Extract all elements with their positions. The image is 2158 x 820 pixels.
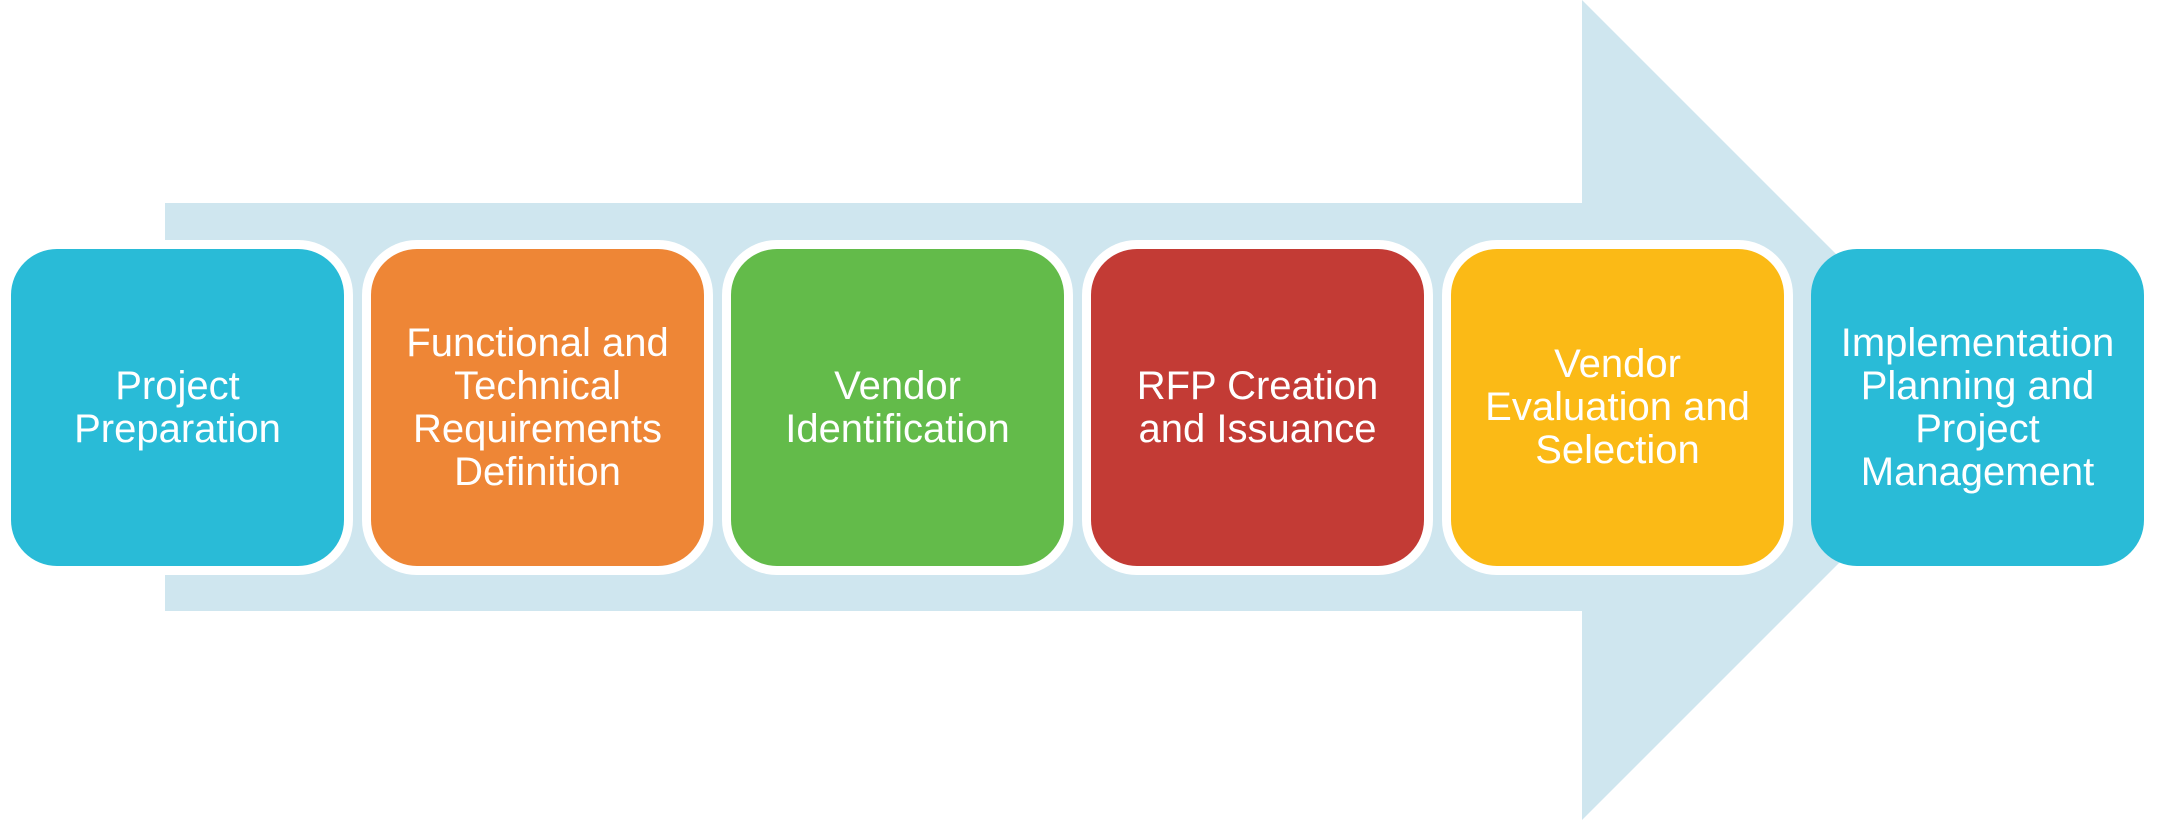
step-project-preparation: Project Preparation (11, 249, 344, 566)
step-requirements-definition: Functional and Technical Requirements De… (371, 249, 704, 566)
step-rfp-creation: RFP Creation and Issuance (1091, 249, 1424, 566)
step-label: Project Preparation (74, 363, 281, 451)
step-vendor-evaluation: Vendor Evaluation and Selection (1451, 249, 1784, 566)
arrow-shape (165, 0, 1992, 820)
step-label: Vendor Identification (785, 363, 1010, 451)
step-implementation-planning: Implementation Planning and Project Mana… (1802, 240, 2144, 575)
step-label: Vendor Evaluation and Selection (1485, 342, 1750, 472)
step-label: Functional and Technical Requirements De… (406, 320, 669, 494)
step-label: Implementation Planning and Project Mana… (1840, 320, 2115, 494)
step-label: RFP Creation and Issuance (1136, 363, 1379, 451)
step-vendor-identification: Vendor Identification (731, 249, 1064, 566)
